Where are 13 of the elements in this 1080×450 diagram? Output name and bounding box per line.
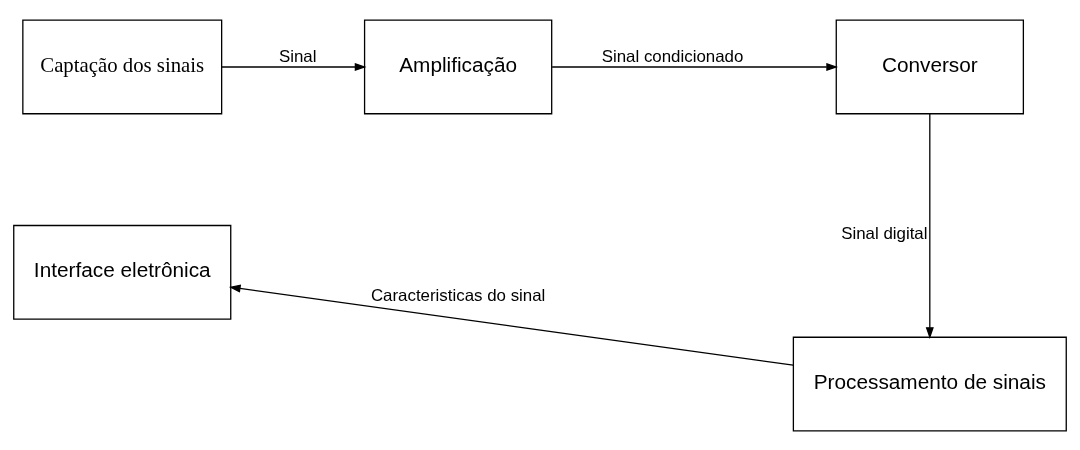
arrow — [925, 112, 934, 339]
node-box: Interface eletrônica — [13, 224, 232, 320]
arrow — [221, 62, 367, 71]
node-box: Captação dos sinais — [22, 19, 223, 114]
node-box: Processamento de sinais — [792, 336, 1067, 431]
edge-label: Sinal — [278, 46, 317, 66]
edge-label: Sinal condicionado — [601, 46, 744, 66]
arrow — [551, 62, 838, 71]
edge-label: Caracteristicas do sinal — [370, 285, 546, 305]
node-box: Conversor — [835, 19, 1024, 114]
edge-label: Sinal digital — [841, 223, 928, 243]
node-box: Amplificação — [363, 19, 553, 114]
arrow — [228, 283, 794, 366]
